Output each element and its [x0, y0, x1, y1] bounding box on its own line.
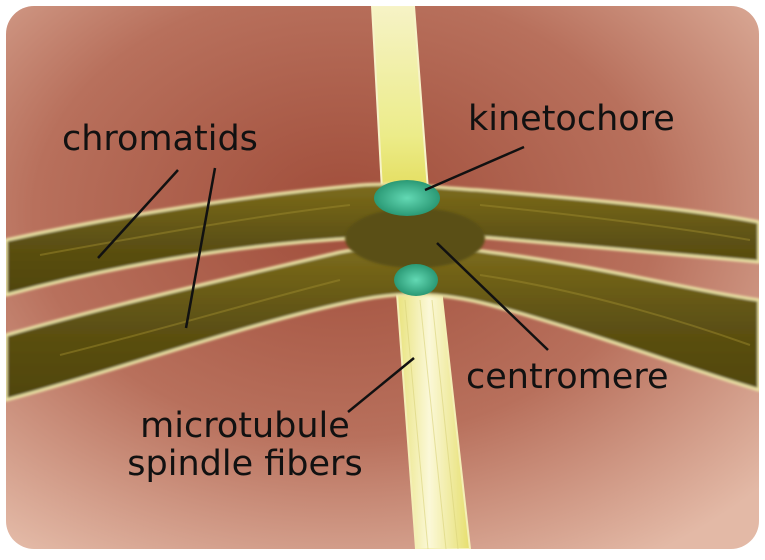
centromere-label: centromere	[466, 358, 669, 396]
centromere-region	[345, 208, 485, 268]
microtubule-label: microtubule spindle fibers	[120, 407, 370, 483]
chromatids-label: chromatids	[62, 120, 258, 158]
microtubule-label-line-2: spindle fibers	[120, 445, 370, 483]
kinetochore-label: kinetochore	[468, 100, 675, 138]
upper-kinetochore	[374, 180, 440, 216]
microtubule-label-line-1: microtubule	[120, 407, 370, 445]
lower-kinetochore	[394, 264, 438, 296]
